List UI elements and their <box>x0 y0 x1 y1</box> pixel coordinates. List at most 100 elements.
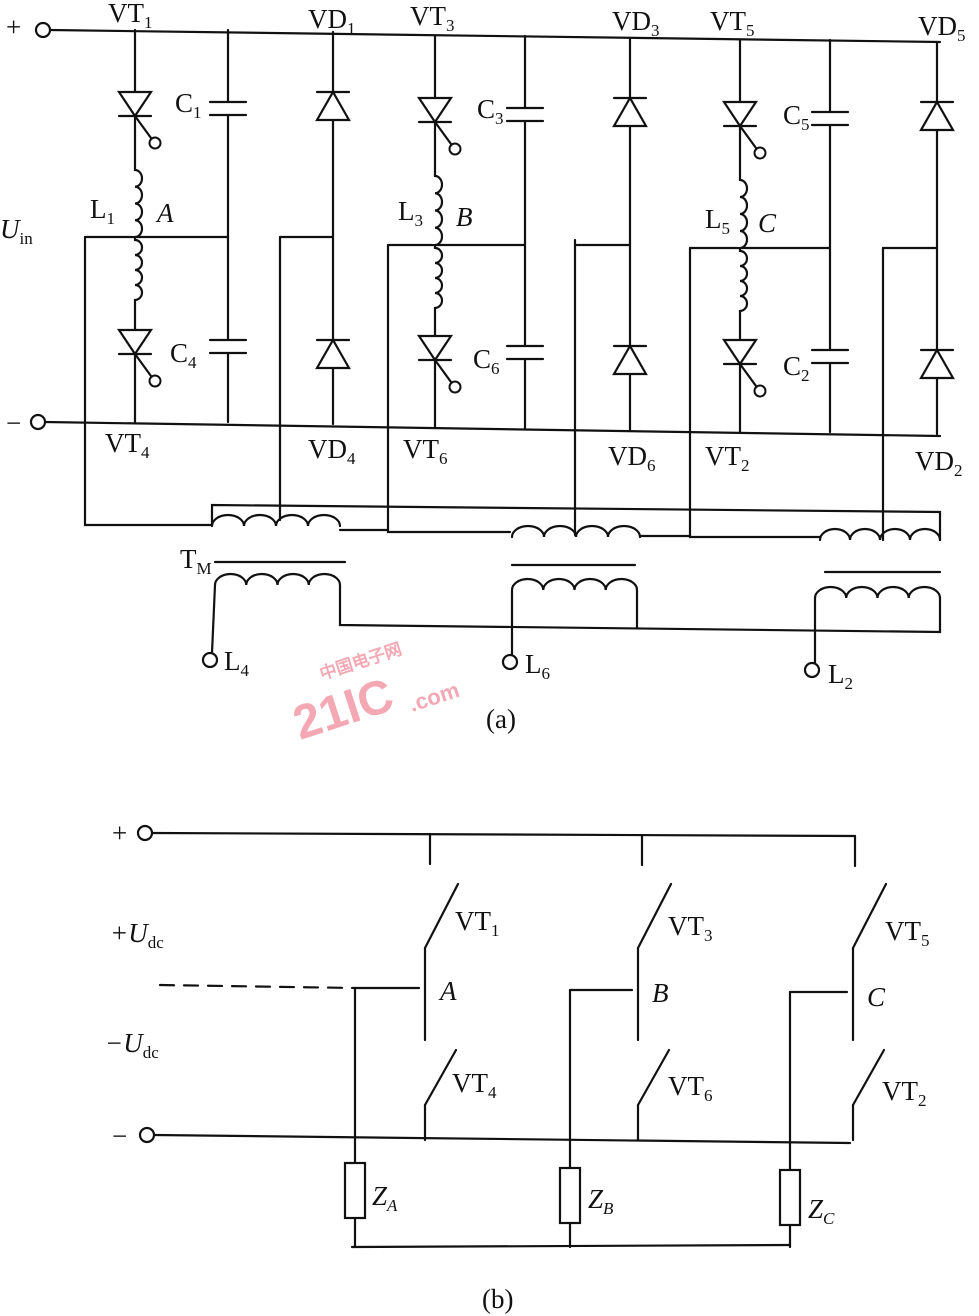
gate-lead <box>738 124 758 150</box>
vt4 <box>116 328 162 388</box>
c1 <box>208 100 248 117</box>
dashed-line <box>158 983 357 990</box>
label-subscript: 4 <box>141 443 150 462</box>
label-b-vt4: VT4 <box>452 1068 497 1102</box>
plus-terminal-icon <box>136 824 154 842</box>
inductor-icon <box>738 178 749 250</box>
primary-winding-icon <box>210 513 342 528</box>
vt3 <box>416 96 462 156</box>
label-base: A <box>155 198 174 228</box>
label-base: VD <box>308 4 347 34</box>
thyristor-icon <box>116 328 154 356</box>
label-subscript: 1 <box>107 209 116 228</box>
label-a-vt2: VT2 <box>705 441 750 475</box>
label-base: Z <box>372 1181 388 1211</box>
label-subscript: C <box>823 1209 835 1228</box>
label-base: Z <box>808 1194 824 1224</box>
label-subscript: 6 <box>542 664 551 683</box>
label-base: C <box>477 94 495 124</box>
vd4 <box>315 337 351 370</box>
negative-rail <box>43 420 942 438</box>
thyristor-icon <box>116 90 154 118</box>
label-subscript: 3 <box>704 926 713 945</box>
label-subscript: 2 <box>741 456 750 475</box>
l2-terminal-icon <box>803 661 821 679</box>
label-subscript: 4 <box>488 1083 497 1102</box>
label-b-vt3: VT3 <box>668 911 713 945</box>
label-base: C <box>170 338 188 368</box>
label-base: VT <box>105 428 141 458</box>
diode-icon <box>315 89 351 122</box>
label-base: −U <box>105 1028 144 1058</box>
label-a-vt3: VT3 <box>410 1 455 35</box>
gate-terminal-icon <box>753 384 767 398</box>
diode-icon <box>612 95 648 128</box>
primary-winding-icon <box>510 524 642 539</box>
vd3 <box>612 95 648 128</box>
vt2 <box>721 338 767 398</box>
label-b-zb: ZB <box>588 1184 614 1218</box>
diode-icon <box>919 347 955 380</box>
minus-terminal-label-b: − <box>112 1121 127 1151</box>
label-base: VT <box>710 6 746 36</box>
label-base: L <box>224 646 241 676</box>
gate-lead <box>133 352 153 378</box>
label-a-vd4: VD4 <box>308 434 356 468</box>
gate-terminal-icon <box>148 136 162 150</box>
label-a-vt5: VT5 <box>710 6 755 40</box>
label-base: VT <box>882 1076 918 1106</box>
label-a-vd2: VD2 <box>915 446 963 480</box>
label-base: VT <box>410 1 446 31</box>
label-a-c1: C1 <box>175 88 202 122</box>
label-subscript: dc <box>148 933 165 952</box>
gate-terminal-icon <box>448 380 462 394</box>
label-subscript: 2 <box>845 674 854 693</box>
caption-a: (a) <box>486 704 516 734</box>
label-base: VT <box>885 916 921 946</box>
gap <box>810 351 850 362</box>
label-b-zc: ZC <box>808 1194 835 1228</box>
label-a-c6: C6 <box>473 344 500 378</box>
label-a-l1: L1 <box>90 194 115 228</box>
label-base: L <box>828 659 845 689</box>
secondary-lead <box>210 583 217 655</box>
label-b-vt2: VT2 <box>882 1076 927 1110</box>
load-star-wire <box>350 1243 792 1249</box>
wires <box>43 28 942 1249</box>
thyristor-icon <box>721 338 759 366</box>
inductor-icon <box>133 168 144 239</box>
label-a-vt6: VT6 <box>403 434 448 468</box>
label-a-l3: L3 <box>398 196 423 230</box>
label-subscript: 2 <box>918 1091 927 1110</box>
gate-terminal-icon <box>148 374 162 388</box>
label-a-nodeA: A <box>155 198 174 228</box>
label-subscript: 6 <box>704 1086 713 1105</box>
inductor-icon <box>133 238 144 302</box>
label-base: +U <box>110 918 149 948</box>
label-a-c3: C3 <box>477 94 504 128</box>
label-a-c4: C4 <box>170 338 197 372</box>
switch-blade-vt6 <box>636 1048 671 1107</box>
c4 <box>208 338 248 355</box>
vd6 <box>612 343 648 376</box>
thyristor-icon <box>721 100 759 128</box>
label-subscript: M <box>197 559 212 578</box>
primary-winding-icon <box>818 527 942 542</box>
plus-terminal-icon <box>34 21 52 39</box>
label-a-l6: L6 <box>525 649 550 683</box>
label-base: C <box>473 344 491 374</box>
c6 <box>505 344 545 361</box>
label-subscript: 6 <box>647 456 656 475</box>
gate-lead <box>433 358 453 384</box>
label-a-vt4: VT4 <box>105 428 150 462</box>
gate-lead <box>738 362 758 388</box>
label-subscript: dc <box>143 1043 160 1062</box>
vt1 <box>116 90 162 150</box>
vd5 <box>919 99 955 132</box>
diode-icon <box>612 343 648 376</box>
switch-blade-vt2 <box>851 1048 886 1107</box>
label-a-uin: Uin <box>0 214 33 248</box>
primary-bracket <box>210 503 942 542</box>
label-subscript: 2 <box>954 461 963 480</box>
